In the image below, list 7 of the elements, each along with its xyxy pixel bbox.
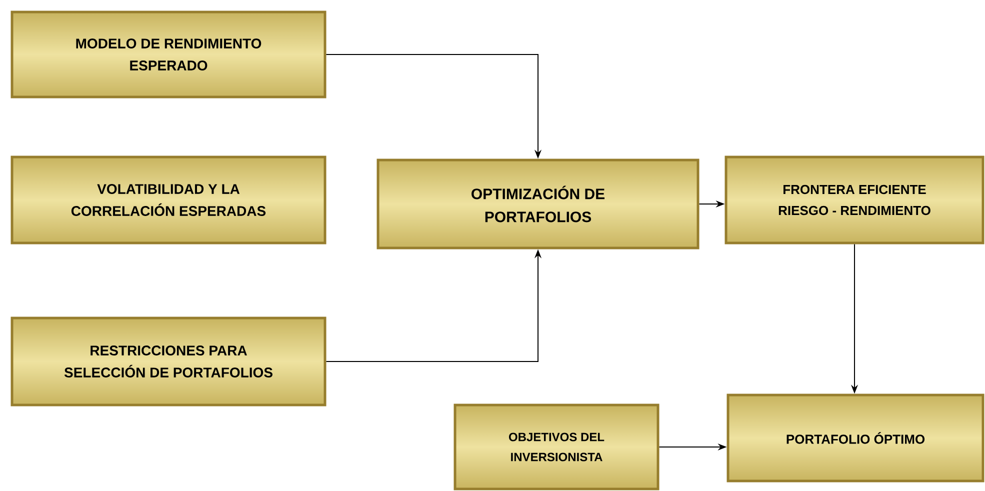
process-box: VOLATIBILIDAD Y LA CORRELACIÓN ESPERADAS [10,156,326,244]
process-box: MODELO DE RENDIMIENTO ESPERADO [10,10,326,98]
process-box: OBJETIVOS DEL INVERSIONISTA [454,404,660,490]
process-box: OPTIMIZACIÓN DE PORTAFOLIOS [376,158,700,250]
process-box: RESTRICCIONES PARA SELECCIÓN DE PORTAFOLIOS [10,316,326,406]
process-box: PORTAFOLIO ÓPTIMO [726,394,984,482]
process-box: FRONTERA EFICIENTE RIESGO - RENDIMIENTO [724,156,984,244]
